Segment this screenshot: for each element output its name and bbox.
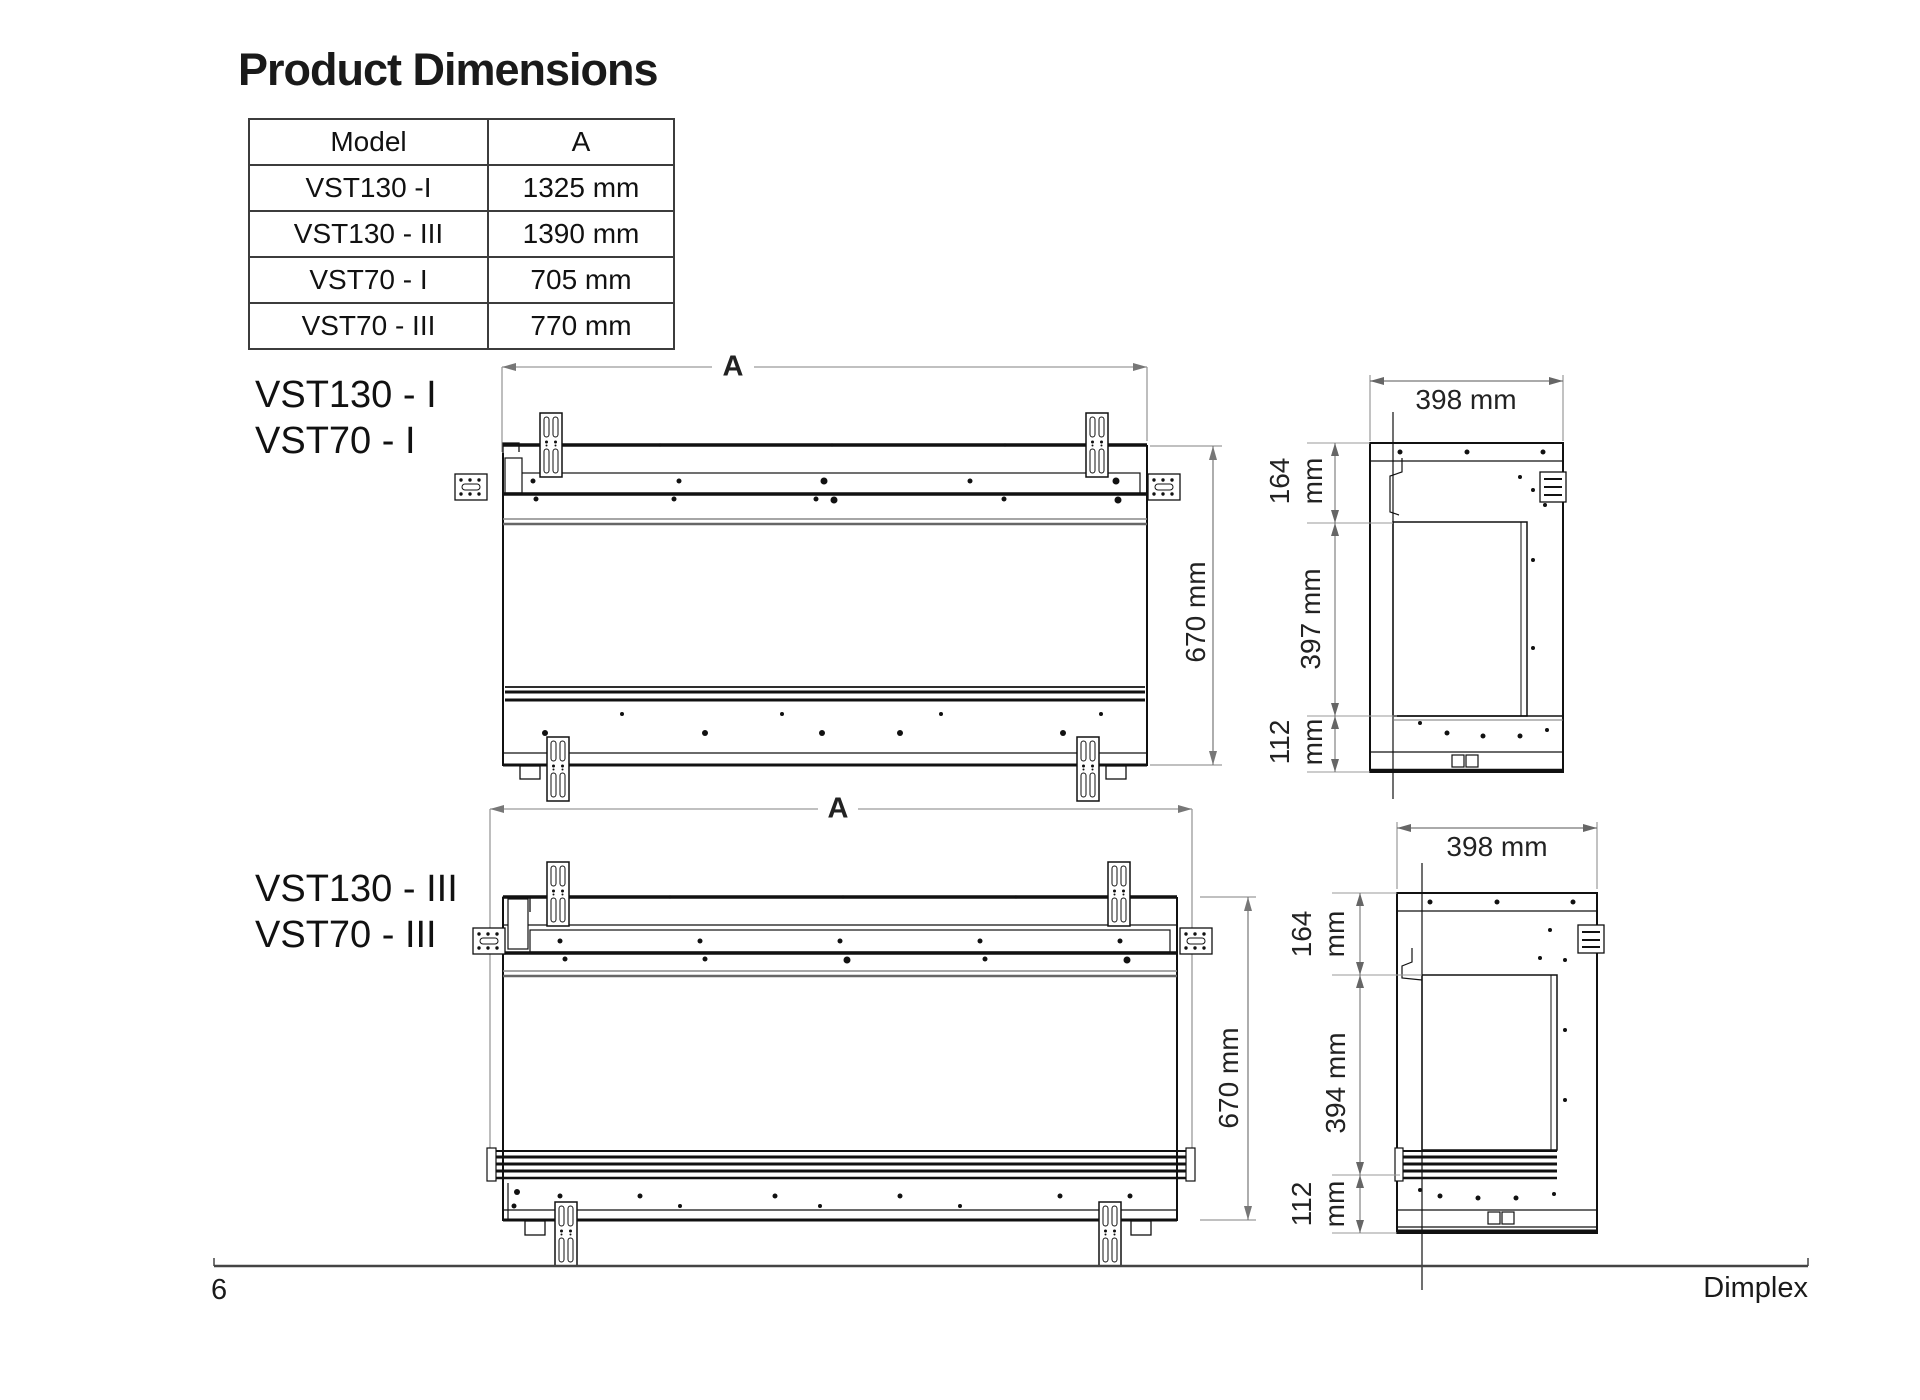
height-dimension-label-1: 670 mm — [1180, 561, 1211, 663]
depth-dimension-label-1: 398 mm — [1415, 384, 1517, 415]
dimension-value: 112 — [1264, 719, 1295, 765]
model-cell: VST130 -I — [248, 164, 489, 212]
middle-section-dimension-label-1: 397 mm — [1295, 568, 1326, 670]
model-label: VST130 - I — [255, 374, 437, 416]
dimension-unit: mm — [1297, 718, 1328, 766]
value-cell: 1390 mm — [487, 210, 675, 258]
value-cell: 770 mm — [487, 302, 675, 350]
drawing2-model-labels: VST130 - III VST70 - III — [255, 866, 458, 958]
dimension-value: 164 — [1286, 910, 1317, 958]
front-view-drawing-1 — [454, 363, 1222, 802]
bottom-section-dimension-label-1: 112 mm — [1263, 719, 1329, 766]
value-cell: 705 mm — [487, 256, 675, 304]
model-label: VST70 - III — [255, 914, 437, 956]
side-view-drawing-2 — [1332, 822, 1605, 1290]
bottom-section-dimension-label-2: 112 mm — [1285, 1181, 1351, 1228]
middle-section-dimension-label-2: 394 mm — [1320, 1032, 1351, 1134]
page-number: 6 — [211, 1274, 228, 1306]
footer-rule — [213, 1258, 1809, 1268]
top-section-dimension-label-2: 164 mm — [1285, 911, 1351, 958]
model-cell: VST70 - III — [248, 302, 489, 350]
dimensions-table: Model A VST130 -I 1325 mm VST130 - III 1… — [248, 118, 675, 350]
page-title: Product Dimensions — [238, 44, 659, 95]
width-dimension-label-2: A — [819, 792, 857, 826]
model-label: VST130 - III — [255, 868, 458, 910]
front-view-drawing-2 — [472, 805, 1256, 1267]
width-dimension-label-1: A — [714, 350, 752, 384]
brand-name: Dimplex — [1703, 1272, 1808, 1304]
column-header-model: Model — [248, 118, 489, 166]
table-row: VST70 - III 770 mm — [248, 302, 675, 350]
dimension-value: 164 — [1264, 457, 1295, 505]
table-row: VST130 - III 1390 mm — [248, 210, 675, 258]
model-label: VST70 - I — [255, 420, 416, 462]
table-row: VST70 - I 705 mm — [248, 256, 675, 304]
table-header-row: Model A — [248, 118, 675, 166]
dimension-unit: mm — [1319, 1180, 1350, 1228]
drawing1-model-labels: VST130 - I VST70 - I — [255, 372, 437, 464]
table-row: VST130 -I 1325 mm — [248, 164, 675, 212]
dimension-unit: mm — [1297, 457, 1328, 505]
model-cell: VST130 - III — [248, 210, 489, 258]
column-header-a: A — [487, 118, 675, 166]
dimension-unit: mm — [1319, 910, 1350, 958]
value-cell: 1325 mm — [487, 164, 675, 212]
dimension-value: 112 — [1286, 1181, 1317, 1227]
top-section-dimension-label-1: 164 mm — [1263, 458, 1329, 505]
side-view-drawing-1 — [1307, 375, 1567, 799]
height-dimension-label-2: 670 mm — [1213, 1027, 1244, 1129]
model-cell: VST70 - I — [248, 256, 489, 304]
depth-dimension-label-2: 398 mm — [1446, 831, 1548, 862]
